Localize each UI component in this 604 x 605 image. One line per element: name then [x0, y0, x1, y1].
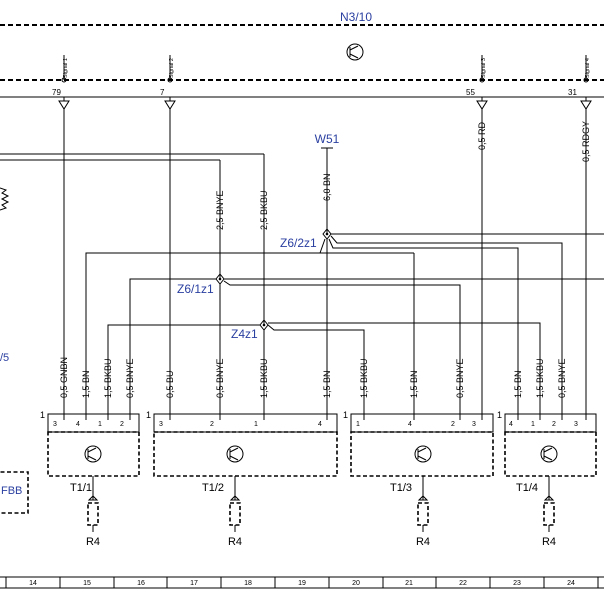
module-id-label: N3/10 — [340, 10, 372, 24]
resistor-r4-icon — [229, 502, 241, 526]
svg-text:2: 2 — [552, 421, 556, 428]
svg-text:R4: R4 — [542, 536, 556, 548]
svg-text:31: 31 — [568, 88, 577, 97]
ground-label: W51 — [315, 132, 340, 146]
signal-pin-4: Signal 4 31 — [568, 55, 592, 110]
svg-text:2: 2 — [210, 421, 214, 428]
wire-label-rd: 0,5 RD — [477, 121, 487, 150]
svg-text:3: 3 — [53, 421, 57, 428]
svg-text:55: 55 — [466, 88, 475, 97]
svg-text:2,5 BKBU: 2,5 BKBU — [259, 190, 269, 230]
svg-text:1,5 BN: 1,5 BN — [81, 370, 91, 398]
svg-text:Z6/1z1: Z6/1z1 — [177, 282, 214, 296]
svg-text:7: 7 — [160, 88, 165, 97]
svg-text:0,5 BNYE: 0,5 BNYE — [557, 358, 567, 398]
svg-text:Signal 4: Signal 4 — [585, 58, 591, 78]
svg-text:FBB: FBB — [1, 485, 22, 497]
signal-pin-1: Signal 1 79 — [52, 55, 70, 110]
svg-text:16: 16 — [137, 580, 145, 587]
svg-text:1: 1 — [146, 410, 151, 420]
resistor-r4-icon — [543, 502, 555, 526]
grid-ruler: 14 15 16 17 18 19 20 21 22 23 24 — [0, 576, 604, 589]
svg-text:1: 1 — [254, 421, 258, 428]
svg-text:23: 23 — [513, 580, 521, 587]
svg-text:3: 3 — [159, 421, 163, 428]
svg-text:20: 20 — [352, 580, 360, 587]
svg-text:18: 18 — [244, 580, 252, 587]
svg-text:R4: R4 — [228, 536, 242, 548]
svg-text:4: 4 — [76, 421, 80, 428]
svg-text:79: 79 — [52, 88, 61, 97]
signal-pin-2: Signal 2 7 — [160, 55, 176, 110]
resistor-r4-icon — [417, 502, 429, 526]
svg-text:Z4z1: Z4z1 — [231, 327, 258, 341]
svg-text:1,5 BKBU: 1,5 BKBU — [535, 358, 545, 398]
svg-text:2: 2 — [451, 421, 455, 428]
svg-text:0,5 BNYE: 0,5 BNYE — [125, 358, 135, 398]
svg-text:4: 4 — [509, 421, 513, 428]
svg-text:0,5 BU: 0,5 BU — [165, 370, 175, 398]
svg-text:14: 14 — [29, 580, 37, 587]
component-t1-3: 1 1 4 2 3 T1/3 R4 — [343, 410, 494, 548]
svg-text:T1/3: T1/3 — [390, 482, 412, 494]
component-t1-2: 1 3 2 1 4 T1/2 R4 — [146, 410, 338, 548]
module-transistor-icon — [346, 43, 364, 61]
svg-text:4: 4 — [318, 421, 322, 428]
resistor-zigzag-icon — [0, 187, 10, 211]
transistor-icon — [540, 445, 558, 463]
svg-text:1,5 BKBU: 1,5 BKBU — [259, 358, 269, 398]
svg-text:1: 1 — [40, 410, 45, 420]
left-edge-label: /5 — [0, 352, 9, 364]
svg-text:21: 21 — [405, 580, 413, 587]
svg-text:1,5 BN: 1,5 BN — [322, 370, 332, 398]
svg-text:2,5 BNYE: 2,5 BNYE — [215, 190, 225, 230]
component-t1-4: 1 4 1 2 3 T1/4 R4 — [497, 410, 597, 548]
svg-text:T1/1: T1/1 — [70, 482, 92, 494]
svg-text:19: 19 — [298, 580, 306, 587]
svg-text:3: 3 — [472, 421, 476, 428]
svg-text:0,5 BNYE: 0,5 BNYE — [455, 358, 465, 398]
transistor-icon — [414, 445, 432, 463]
svg-text:1: 1 — [98, 421, 102, 428]
svg-text:1,5 BN: 1,5 BN — [409, 370, 419, 398]
svg-text:1: 1 — [531, 421, 535, 428]
svg-text:1: 1 — [497, 410, 502, 420]
svg-text:1,5 BKBU: 1,5 BKBU — [103, 358, 113, 398]
svg-text:15: 15 — [83, 580, 91, 587]
transistor-icon — [84, 445, 102, 463]
svg-text:17: 17 — [190, 580, 198, 587]
svg-text:T1/4: T1/4 — [516, 482, 538, 494]
resistor-r4-icon — [87, 502, 99, 526]
svg-text:4: 4 — [408, 421, 412, 428]
svg-text:22: 22 — [459, 580, 467, 587]
svg-text:R4: R4 — [86, 536, 100, 548]
transistor-icon — [226, 445, 244, 463]
svg-text:Z6/2z1: Z6/2z1 — [280, 236, 317, 250]
svg-text:24: 24 — [567, 580, 575, 587]
svg-text:1: 1 — [356, 421, 360, 428]
wire-label-rdgy: 0,5 RDGY — [581, 121, 591, 162]
left-edge-box — [0, 471, 29, 514]
signal-pin-3: Signal 3 55 — [466, 55, 488, 110]
svg-text:0,5 GNBN: 0,5 GNBN — [59, 357, 69, 398]
svg-text:Signal 1: Signal 1 — [63, 58, 69, 78]
svg-text:1,5 BKBU: 1,5 BKBU — [359, 358, 369, 398]
svg-text:1: 1 — [343, 410, 348, 420]
svg-text:0,5 BNYE: 0,5 BNYE — [215, 358, 225, 398]
svg-text:Signal 3: Signal 3 — [481, 58, 487, 78]
svg-text:R4: R4 — [416, 536, 430, 548]
svg-text:6,0 BN: 6,0 BN — [322, 173, 332, 201]
svg-text:Signal 2: Signal 2 — [169, 58, 175, 78]
component-t1-1: 1 3 4 1 2 T1/1 R4 — [40, 410, 140, 548]
svg-text:1,5 BN: 1,5 BN — [513, 370, 523, 398]
svg-text:T1/2: T1/2 — [202, 482, 224, 494]
svg-text:2: 2 — [120, 421, 124, 428]
svg-text:3: 3 — [574, 421, 578, 428]
bottom-wire-labels: 0,5 GNBN 1,5 BN 1,5 BKBU 0,5 BNYE 0,5 BU… — [59, 357, 567, 398]
